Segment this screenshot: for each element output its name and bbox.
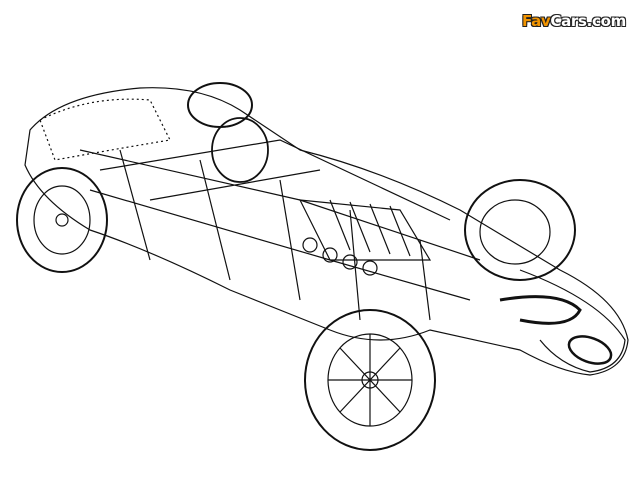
nose-intake [567,335,613,365]
body-outline [24,87,629,376]
rear-left-wheel [16,167,108,273]
rear-right-wheel [187,82,253,128]
engine-block [298,199,432,276]
fuel-tank [39,98,171,161]
watermark-cars: Cars.com [550,12,626,30]
nose [519,269,626,373]
favcars-watermark: FavCars.com [522,12,626,30]
front-right-wheel [464,179,576,281]
steering-wheel [211,117,269,183]
front-left-wheel [304,309,436,451]
exhaust-pipe [499,295,582,325]
tube-frame [79,139,481,321]
watermark-fav: Fav [522,12,551,30]
